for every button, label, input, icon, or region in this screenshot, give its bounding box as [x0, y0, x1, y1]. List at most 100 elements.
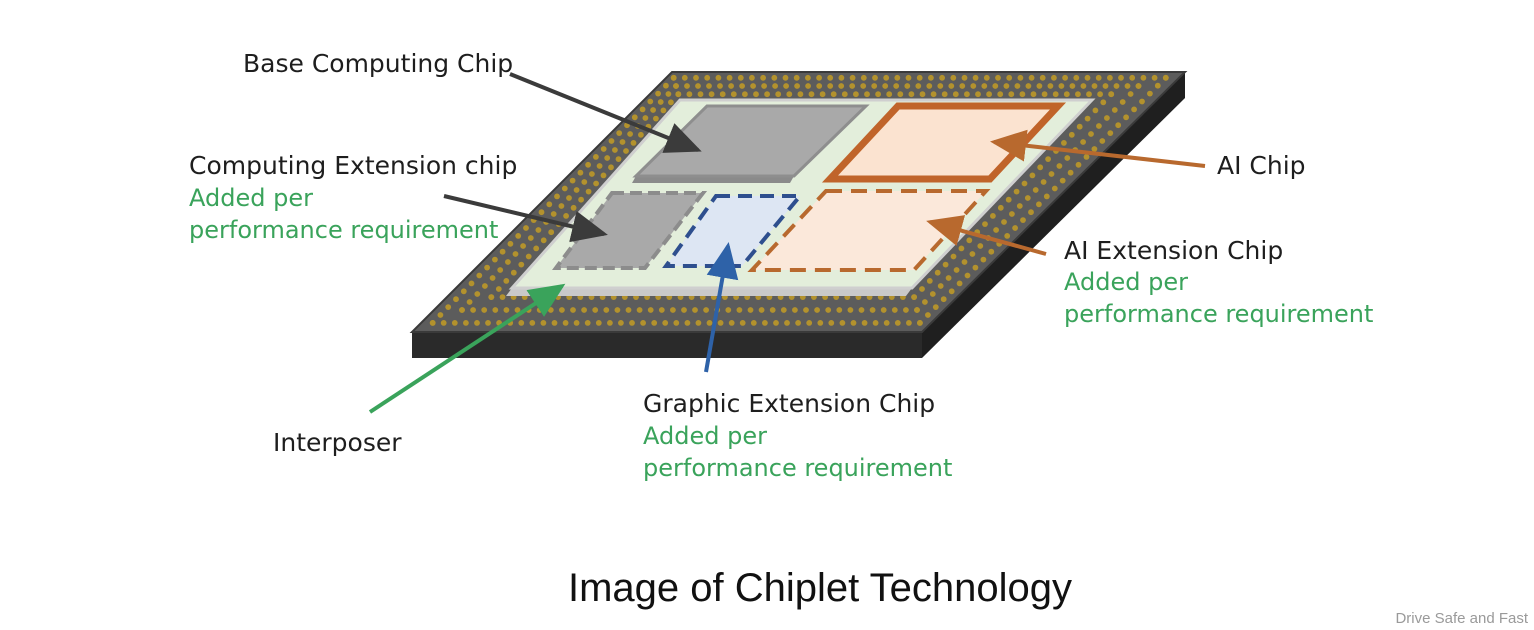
pin-dot [861, 320, 868, 326]
pin-dot [529, 320, 536, 326]
pin-dot [817, 320, 824, 326]
pin-dot [1099, 138, 1106, 144]
pin-dot [825, 307, 832, 313]
pin-dot [1123, 114, 1129, 121]
pin-dot [695, 83, 701, 89]
pin-dot [1021, 180, 1028, 187]
pin-dot [681, 74, 688, 81]
pin-dot [939, 74, 945, 81]
pin-dot [1059, 177, 1066, 184]
pin-dot [655, 90, 661, 97]
pin-dot [1016, 203, 1023, 209]
pin-dot [1014, 83, 1021, 89]
pin-dot [658, 307, 665, 313]
pin-dot [758, 307, 765, 313]
pin-dot [717, 83, 723, 89]
pin-dot [615, 156, 622, 163]
pin-dot [728, 83, 734, 89]
pin-dot [640, 320, 646, 326]
pin-dot [872, 320, 879, 326]
pin-dot [1043, 193, 1050, 200]
pin-dot [505, 259, 511, 265]
pin-dot [997, 91, 1004, 98]
pin-dot [948, 288, 955, 295]
pin-dot [604, 155, 611, 161]
pin-dot [934, 269, 941, 276]
pin-dot [551, 320, 558, 326]
pin-dot [484, 264, 490, 271]
pin-dot [950, 74, 957, 81]
pin-dot [547, 307, 554, 313]
pin-dot [742, 91, 748, 98]
pin-dot [1086, 91, 1092, 98]
pin-dot [839, 320, 846, 326]
pin-dot [914, 307, 920, 313]
pin-dot [966, 237, 973, 244]
pin-dot [1162, 74, 1169, 81]
pin-dot [1037, 164, 1044, 171]
pin-dot [897, 91, 904, 98]
pin-dot [904, 83, 911, 89]
pin-dot [636, 307, 643, 313]
pin-dot [797, 91, 804, 98]
pin-dot [1063, 91, 1070, 98]
pin-dot [816, 74, 822, 81]
pin-dot [926, 278, 933, 284]
pin-dot [959, 83, 966, 89]
pin-dot [1036, 83, 1043, 89]
package-pins [429, 74, 1169, 326]
pin-dot [463, 320, 469, 326]
pin-dot [827, 74, 834, 81]
watermark: Drive Safe and Fast [1395, 610, 1528, 627]
pin-dot [1135, 83, 1142, 89]
package-right-side [922, 72, 1185, 358]
pin-dot [1084, 74, 1091, 81]
pin-dot [871, 83, 878, 89]
pin-dot [440, 320, 447, 326]
pin-dot [792, 307, 798, 313]
pin-dot [1131, 106, 1137, 113]
pin-dot [773, 320, 779, 326]
pin-dot [838, 74, 845, 81]
pin-dot [1045, 156, 1051, 163]
pin-dot [540, 320, 547, 326]
pin-dot [883, 74, 890, 81]
pin-dot [600, 146, 607, 152]
pin-dot [808, 91, 815, 98]
pin-dot [730, 91, 737, 98]
pin-dot [929, 291, 936, 297]
pin-dot [468, 280, 475, 287]
pin-dot [762, 320, 768, 326]
pin-dot [550, 211, 557, 217]
pin-dot [704, 74, 711, 81]
pin-dot [708, 91, 715, 98]
pin-dot [983, 74, 990, 81]
pin-dot [482, 283, 488, 289]
pin-dot [737, 74, 744, 81]
package-front-side [412, 332, 922, 358]
pin-dot [1115, 122, 1122, 129]
pin-dot [917, 320, 923, 326]
pin-dot [1147, 90, 1153, 97]
pin-dot [747, 307, 754, 313]
pin-dot [592, 307, 599, 313]
pin-dot [589, 171, 595, 177]
pin-dot [1080, 83, 1087, 89]
pin-dot [1091, 146, 1098, 152]
pin-dot [492, 256, 498, 263]
pin-dot [795, 320, 801, 326]
pin-dot [739, 83, 745, 89]
pin-dot [1012, 225, 1018, 231]
pin-dot [719, 91, 726, 98]
pin-dot [695, 320, 702, 326]
graphic-extension-note-line2: performance requirement [643, 454, 953, 482]
pin-dot [466, 299, 473, 305]
pin-dot [1013, 188, 1020, 195]
pin-dot [925, 312, 931, 318]
pin-dot [499, 248, 506, 255]
pin-dot [503, 307, 510, 313]
pin-dot [794, 83, 800, 89]
pin-dot [1088, 131, 1094, 137]
pin-dot [554, 193, 560, 200]
